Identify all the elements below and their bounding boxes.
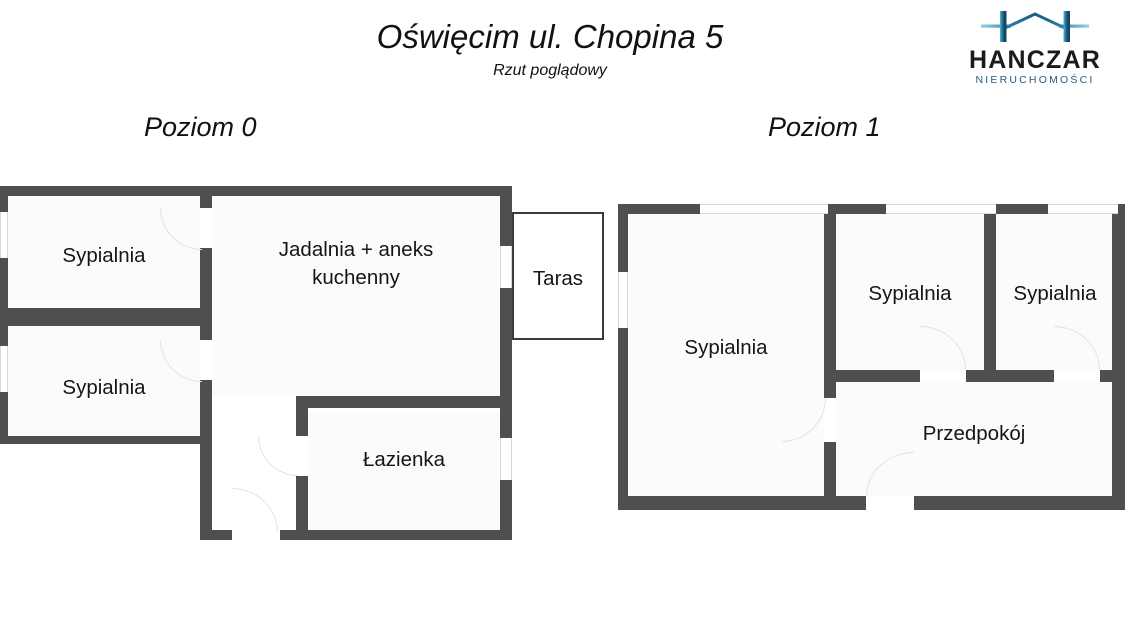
page-title: Oświęcim ul. Chopina 5 bbox=[376, 18, 724, 55]
wall-interior-between-bedrooms bbox=[0, 308, 212, 326]
room-fill-sypialnia-large bbox=[628, 214, 824, 496]
window-sypialnia-large-north bbox=[700, 204, 828, 214]
window-sypialnia-nw-west bbox=[0, 212, 8, 258]
door-opening-entrance bbox=[232, 530, 280, 540]
wall-interior-vertical-main bbox=[824, 204, 836, 496]
wall-exterior-bottom bbox=[200, 530, 512, 540]
level-caption-poziom-1: Poziom 1 bbox=[768, 112, 881, 142]
window-taras-door bbox=[500, 246, 512, 288]
brand-logo: HANCZAR NIERUCHOMOŚCI bbox=[940, 8, 1130, 92]
door-opening-entrance bbox=[866, 496, 914, 510]
wall-exterior-right bbox=[1112, 204, 1125, 510]
level-caption-poziom-0: Poziom 0 bbox=[144, 112, 257, 142]
wall-exterior-right bbox=[500, 186, 512, 540]
wall-exterior-lower-left bbox=[200, 436, 212, 540]
window-lazienka-east bbox=[500, 438, 512, 480]
door-opening-sypialnia-right bbox=[1054, 370, 1100, 382]
floor-plan-level-0: Sypialnia Sypialnia Jadalnia + aneks kuc… bbox=[0, 180, 620, 560]
wall-exterior-top bbox=[618, 204, 1125, 214]
wall-exterior-bottom-left bbox=[0, 436, 212, 444]
door-opening-sypialnia-sw bbox=[200, 340, 212, 380]
door-swing-lazienka bbox=[258, 436, 298, 476]
window-sypialnia-middle-north bbox=[886, 204, 996, 214]
door-opening-lazienka bbox=[296, 436, 308, 476]
brand-tagline: NIERUCHOMOŚCI bbox=[975, 74, 1095, 87]
door-opening-sypialnia-middle bbox=[920, 370, 966, 382]
wall-interior-lazienka-top bbox=[296, 396, 512, 408]
room-outline-taras bbox=[512, 212, 604, 340]
wall-interior-horizontal-hall bbox=[824, 370, 1125, 382]
window-sypialnia-large-west bbox=[618, 272, 628, 328]
room-fill-sypialnia-middle bbox=[836, 214, 984, 370]
brand-name: HANCZAR bbox=[969, 46, 1101, 74]
room-fill-jadalnia bbox=[212, 196, 500, 396]
roof-h-mark-icon bbox=[981, 11, 1089, 42]
wall-exterior-left bbox=[618, 204, 628, 510]
window-sypialnia-sw-west bbox=[0, 346, 8, 392]
page-subtitle: Rzut poglądowy bbox=[493, 62, 607, 79]
floor-plan-level-1: Sypialnia Sypialnia Sypialnia Przedpokój bbox=[610, 190, 1139, 530]
door-opening-sypialnia-nw bbox=[200, 208, 212, 248]
wall-exterior-top-left bbox=[0, 186, 512, 196]
door-swing-entrance bbox=[232, 488, 278, 532]
door-opening-sypialnia-large bbox=[824, 398, 836, 442]
window-sypialnia-right-north bbox=[1048, 204, 1118, 214]
wall-interior-vertical-rooms bbox=[984, 204, 996, 382]
room-fill-lazienka bbox=[308, 412, 500, 530]
